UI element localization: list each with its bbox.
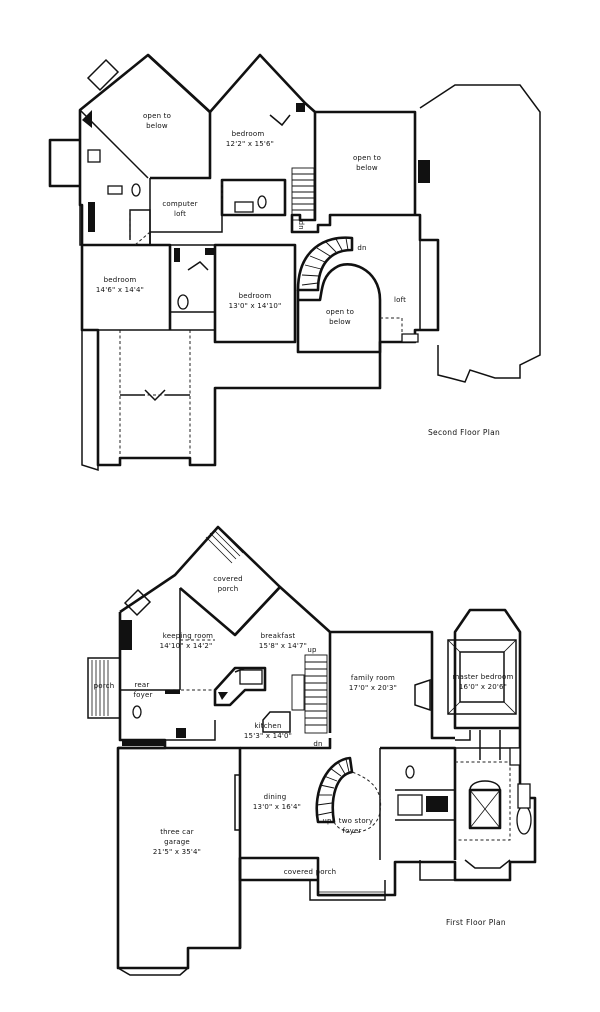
curved-stair-2nd	[296, 236, 354, 292]
second-floor-outer-wall	[78, 53, 440, 467]
open-below-great-room	[315, 110, 417, 215]
master-tray-ceiling	[447, 639, 517, 715]
left-balcony	[48, 138, 80, 188]
rear-porch	[87, 657, 120, 719]
kitchen-island	[213, 666, 267, 707]
label-covered-porch-front: covered porch	[284, 868, 337, 876]
label-dn-1st: dn	[313, 740, 322, 748]
first-floor-title: First Floor Plan	[446, 918, 506, 927]
first-floor-outer-wall	[116, 608, 537, 970]
right-wing-outline	[419, 84, 541, 383]
straight-stair-1st	[291, 654, 328, 734]
covered-porch-front	[238, 858, 318, 882]
label-up-stair-top: up	[307, 646, 317, 654]
master-bath	[464, 780, 532, 869]
second-floor-title: Second Floor Plan	[428, 428, 500, 437]
label-up-2nd: up	[297, 220, 305, 230]
straight-stair-2nd	[291, 167, 315, 221]
covered-porch-top-hatch	[205, 527, 244, 564]
label-dn-2nd: dn	[357, 244, 366, 252]
label-porch: porch	[94, 682, 115, 690]
label-up-1st: up	[322, 817, 332, 825]
bay-window-top	[86, 58, 120, 92]
open-below-foyer-2nd	[296, 263, 382, 354]
label-loft: loft	[394, 296, 406, 304]
curved-stair-1st	[315, 756, 382, 833]
